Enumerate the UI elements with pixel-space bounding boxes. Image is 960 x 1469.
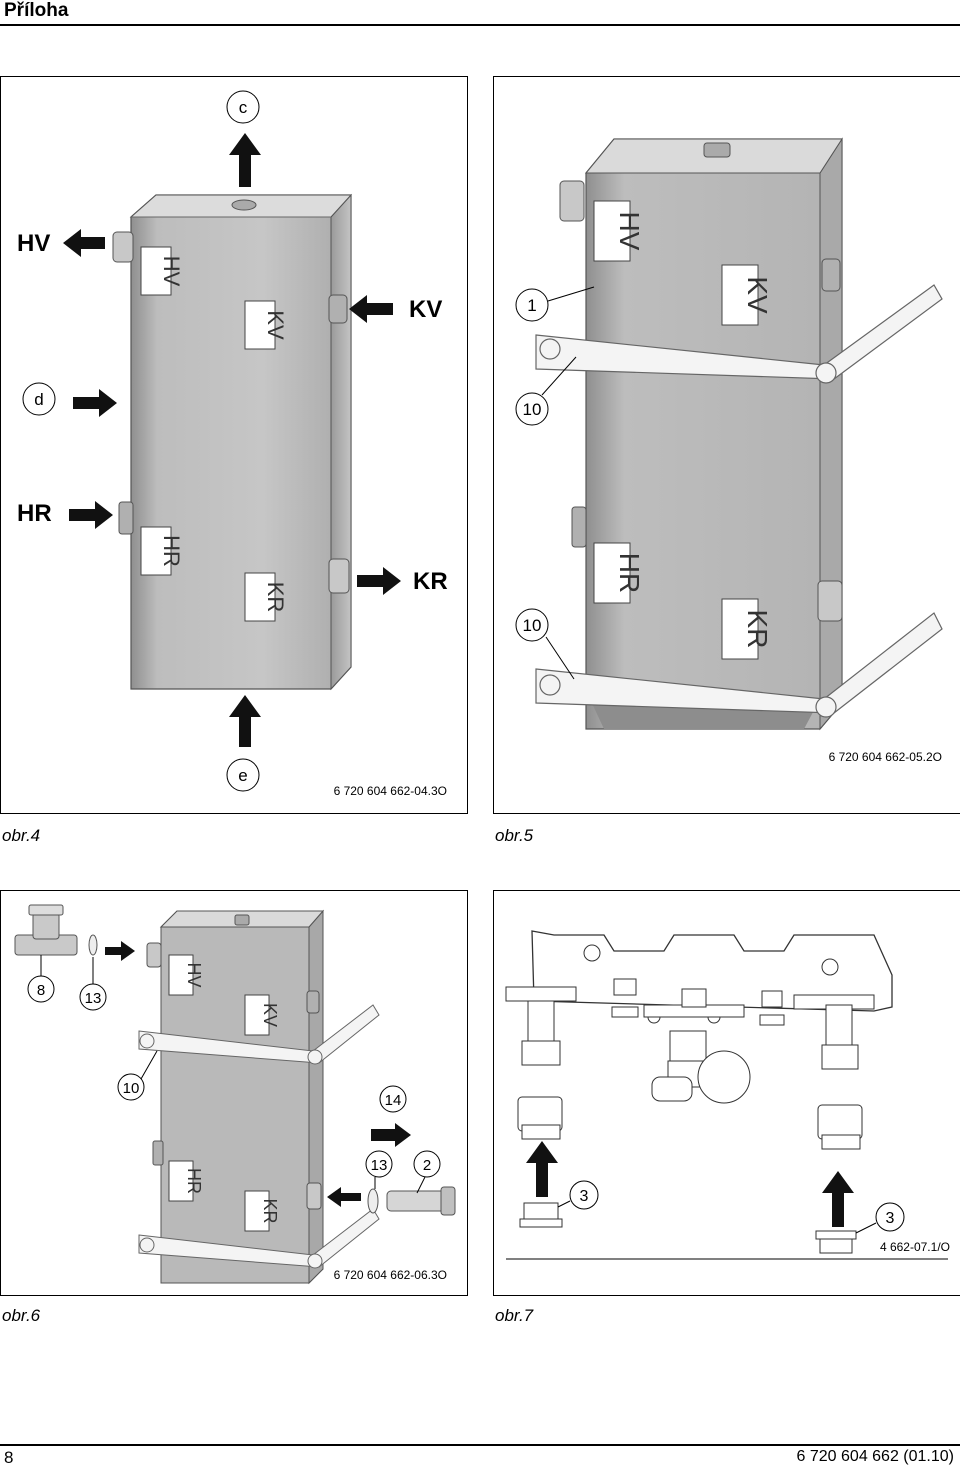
fig4-text-hv: HV: [17, 230, 50, 257]
fig6-tag-kv: KV: [260, 1003, 280, 1027]
fig5-callout-10b: 10: [523, 616, 542, 635]
fig7-doc-number: 4 662-07.1/O: [880, 1240, 950, 1254]
arrow-left-hv: [63, 229, 105, 257]
figure-5-illustration: HV KV HR KR 1 10 10 6 720 604 662-05.2O: [515, 137, 943, 764]
figure-6-illustration: HV KV HR KR 8 13 10 14 13 2 6 720 604 66…: [14, 904, 456, 1285]
fig7-callout-3a: 3: [580, 1188, 589, 1205]
fig4-label-c: c: [239, 98, 248, 117]
header-rule: [0, 24, 960, 26]
fig4-tag-hr: HR: [159, 535, 184, 567]
figure-7-frame: 3 3 4 662-07.1/O: [493, 890, 960, 1296]
fig5-tag-kv: KV: [742, 276, 773, 314]
fig4-text-kr: KR: [413, 568, 448, 595]
figure-5-caption: obr.5: [495, 826, 534, 845]
fig6-callout-2: 2: [423, 1157, 431, 1174]
arrow-right-hr: [69, 501, 113, 529]
fig4-text-hr: HR: [17, 500, 52, 527]
fig6-callout-8: 8: [37, 982, 45, 999]
fig4-text-kv: KV: [409, 296, 442, 323]
fig6-callout-13b: 13: [371, 1157, 388, 1174]
figure-7-caption: obr.7: [495, 1306, 534, 1325]
fig5-tag-hv: HV: [614, 212, 645, 251]
figure-6-frame: HV KV HR KR 8 13 10 14 13 2 6 720 604 66…: [0, 890, 468, 1296]
figure-7-illustration: 3 3 4 662-07.1/O: [505, 930, 950, 1260]
fig6-tag-hv: HV: [184, 962, 204, 987]
arrow-right-kr: [357, 567, 401, 595]
page-number: 8: [4, 1448, 14, 1467]
fig5-callout-10a: 10: [523, 400, 542, 419]
fig5-tag-hr: HR: [614, 553, 645, 593]
fig6-tag-kr: KR: [260, 1198, 280, 1223]
figure-5-frame: HV KV HR KR 1 10 10 6 720 604 662-05.2O: [493, 76, 960, 814]
fig5-callout-1: 1: [527, 296, 536, 315]
figure-6-caption: obr.6: [2, 1306, 41, 1325]
fig4-doc-number: 6 720 604 662-04.3O: [334, 784, 447, 798]
arrow-left-kv: [349, 295, 393, 323]
figure-4-frame: HV KV HR KR c d e HV KV HR KR 6 720 604 …: [0, 76, 468, 814]
fig4-tag-kr: KR: [263, 582, 288, 613]
fig7-callout-3b: 3: [886, 1210, 895, 1227]
fig4-label-e: e: [238, 766, 247, 785]
figure-4-illustration: HV KV HR KR c d e HV KV HR KR 6 720 604 …: [17, 90, 448, 798]
page-header-title: Příloha: [4, 0, 69, 21]
arrow-right-d: [73, 389, 117, 417]
fig5-doc-number: 6 720 604 662-05.2O: [829, 750, 942, 764]
fig4-tag-hv: HV: [159, 256, 184, 287]
fig6-tag-hr: HR: [184, 1168, 204, 1194]
fig4-tag-kv: KV: [263, 310, 288, 340]
fig4-label-d: d: [34, 390, 43, 409]
figure-4-caption: obr.4: [2, 826, 41, 845]
arrow-up-top: [229, 133, 261, 187]
fig6-callout-10: 10: [123, 1080, 140, 1097]
fig5-tag-kr: KR: [742, 610, 773, 649]
document-reference: 6 720 604 662 (01.10): [796, 1448, 954, 1465]
arrow-up-bottom: [229, 695, 261, 747]
fig6-callout-13a: 13: [85, 990, 102, 1007]
fig6-callout-14: 14: [385, 1092, 402, 1109]
fig6-doc-number: 6 720 604 662-06.3O: [334, 1268, 447, 1282]
footer-rule: [0, 1444, 960, 1446]
